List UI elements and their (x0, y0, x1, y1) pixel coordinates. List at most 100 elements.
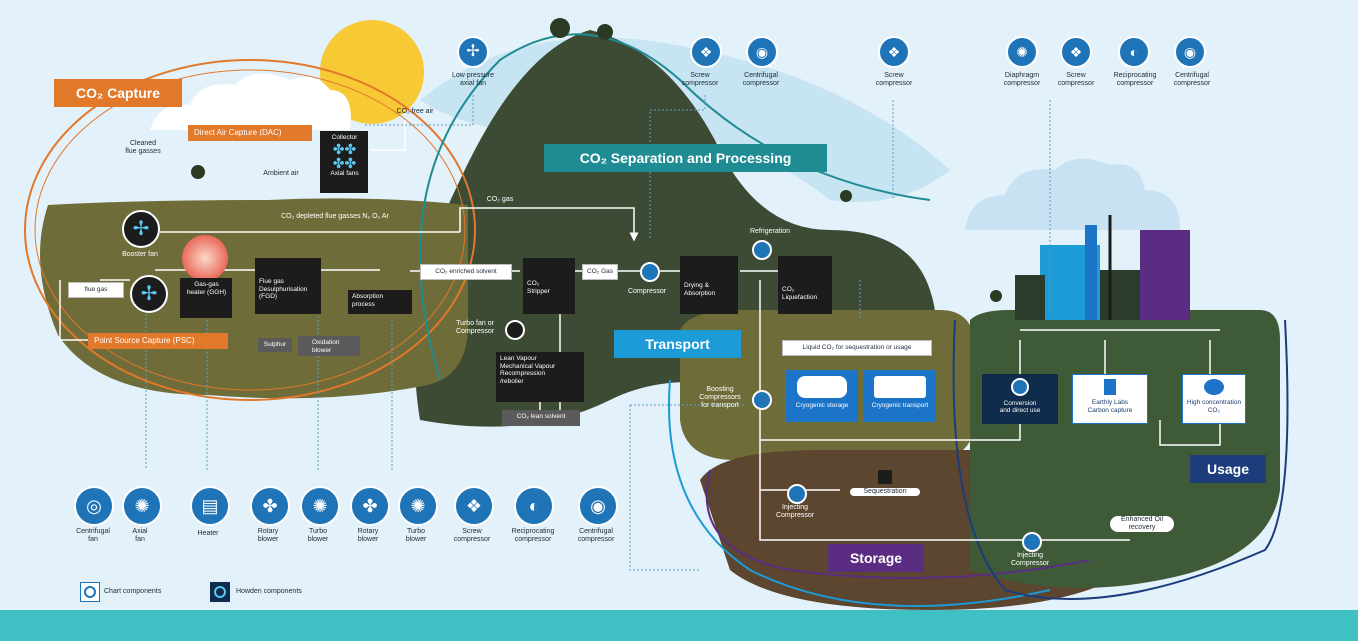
drying-box: Drying & Absorption (680, 256, 738, 314)
psc-label: Point Source Capture (PSC) (88, 333, 228, 349)
earthly-box: Earthly Labs Carbon capture (1072, 374, 1148, 424)
flue-gas-label: flue gas (68, 282, 124, 298)
cryogenic-storage-box: Cryogenic storage (786, 370, 858, 422)
howden-components-swatch (210, 582, 230, 602)
fgd-box: Flue gas Desulphurisation (FGD) (255, 258, 321, 314)
compressor-label: Compressor (627, 288, 667, 295)
injecting-2-label: Injecting Compressor (1010, 552, 1050, 567)
cloud-shape (150, 73, 351, 130)
diaphragm-compressor-icon: ✺ (1006, 36, 1038, 68)
separation-section-tag: CO₂ Separation and Processing (544, 144, 827, 172)
top-icon-label-7: Centrifugal compressor (1173, 72, 1211, 87)
usage-section-tag: Usage (1190, 455, 1266, 483)
bottom-icon-label-5: Rotary blower (357, 528, 379, 543)
co2-gas-top-label: CO₂ gas (486, 196, 514, 203)
turbo-fan-label: Turbo fan or Compressor (455, 320, 495, 335)
top-icon-7: ◉ (1168, 36, 1212, 68)
axial-fan-icon: ✢ (457, 36, 489, 68)
top-icon-label-0: Low pressure axial fan (451, 72, 495, 87)
ambient-air-label: Ambient air (263, 170, 299, 177)
cryogenic-storage-label: Cryogenic storage (795, 402, 849, 409)
collector-label: Collector (331, 134, 358, 141)
refrigeration-label: Refrigeration (749, 228, 791, 235)
ggh-box: Gas-gas heater (GGH) (180, 278, 232, 318)
usage-ground-shape (970, 310, 1280, 588)
bottom-icon-label-7: Screw compressor (453, 528, 491, 543)
storage-section-tag: Storage (828, 544, 924, 572)
bottom-icon-8: ◐ (514, 486, 554, 526)
liquid-co2-label: Liquid CO₂ for sequestration or usage (782, 340, 932, 356)
screw-compressor-icon: ❖ (690, 36, 722, 68)
collector-box: Collector ✤✤✤✤ Axial fans (320, 131, 368, 193)
axial-fan-main-icon: ✢ (130, 275, 168, 313)
conversion-box: Conversion and direct use (982, 374, 1058, 424)
co2-depleted-label: CO₂ depleted flue gasses N₂ O₂ Ar (281, 213, 389, 220)
booster-fan-label: Booster fan (122, 251, 158, 258)
top-icon-label-2: Centrifugal compressor (742, 72, 780, 87)
refrigeration-compressor-icon (752, 240, 772, 260)
co2-cloud-icon (1204, 379, 1224, 395)
bottom-icon-6: ✺ (398, 486, 438, 526)
top-icon-4: ✺ (1000, 36, 1044, 68)
dac-label: Direct Air Capture (DAC) (188, 125, 312, 141)
bottom-icon-label-6: Turbo blower (405, 528, 427, 543)
top-icon-3: ❖ (872, 36, 916, 68)
liquefaction-box: CO₂ Liquefaction (778, 256, 832, 314)
bottom-icon-label-4: Turbo blower (307, 528, 329, 543)
bottom-icon-4: ✺ (300, 486, 340, 526)
footer-band (0, 610, 1358, 641)
lean-vapour-box: Lean Vapour Mechanical Vapour Recompress… (496, 352, 584, 402)
chart-components-label: Chart components (104, 588, 162, 595)
injecting-1-label: Injecting Compressor (775, 504, 815, 519)
top-icon-6: ◐ (1112, 36, 1156, 68)
bottom-icon-1: ✺ (122, 486, 162, 526)
screw-compressor-icon: ❖ (878, 36, 910, 68)
top-icon-5: ❖ (1054, 36, 1098, 68)
capture-section-tag: CO₂ Capture (54, 79, 182, 107)
storage-tank-icon (797, 376, 847, 398)
cleaned-flue-label: Cleaned flue gasses (125, 140, 161, 155)
howden-ring-icon (214, 586, 226, 598)
bottom-icon-7: ❖ (454, 486, 494, 526)
bottom-icon-5: ✤ (350, 486, 390, 526)
centrifugal-compressor-icon: ◉ (746, 36, 778, 68)
cryogenic-transport-box: Cryogenic transport (864, 370, 936, 422)
boosting-label: Boosting Compressors for transport (699, 386, 741, 409)
top-icon-label-1: Screw compressor (681, 72, 719, 87)
bottom-icon-label-3: Rotary blower (257, 528, 279, 543)
sequestration-label: Sequestration (850, 488, 920, 496)
compressor-icon (640, 262, 660, 282)
ggh-heater-icon (182, 235, 228, 281)
chart-ring-icon (84, 586, 96, 598)
oxidation-blower-box: Oxidation blower (298, 336, 360, 356)
bottom-icon-label-8: Reciprocating compressor (511, 528, 555, 543)
co2-gas-label: CO₂ Gas (582, 264, 618, 280)
earthly-icon (1104, 379, 1116, 395)
lock-icon (878, 470, 892, 484)
bottom-icon-label-9: Centrifugal compressor (577, 528, 615, 543)
bottom-icon-9: ◉ (578, 486, 618, 526)
axial-fans-label: Axial fans (330, 169, 359, 177)
co2-free-air-label: CO₂ free air (396, 108, 434, 115)
eor-label: Enhanced Oil recovery (1110, 516, 1174, 532)
truck-icon (874, 376, 926, 398)
high-conc-label: High concentration CO₂ (1186, 399, 1242, 414)
bottom-icon-3: ✤ (250, 486, 290, 526)
absorption-box: Absorption process (348, 290, 412, 314)
top-icon-label-4: Diaphragm compressor (1003, 72, 1041, 87)
lean-solvent-box: CO₂ lean solvent (502, 410, 580, 426)
boosting-compressor-icon (752, 390, 772, 410)
sulphur-box: Sulphur (258, 338, 292, 352)
high-conc-box: High concentration CO₂ (1182, 374, 1246, 424)
top-icon-2: ◉ (740, 36, 784, 68)
earthly-label: Earthly Labs Carbon capture (1087, 399, 1133, 414)
bottom-icon-2: ▤ (190, 486, 230, 526)
top-icon-label-3: Screw compressor (875, 72, 913, 87)
bottom-icon-label-0: Centrifugal fan (76, 528, 110, 543)
cryogenic-transport-label: Cryogenic transport (871, 402, 929, 409)
conversion-compressor-icon (1011, 378, 1029, 396)
injecting-compressor-2-icon (1022, 532, 1042, 552)
top-icon-0: ✢ (451, 36, 495, 68)
